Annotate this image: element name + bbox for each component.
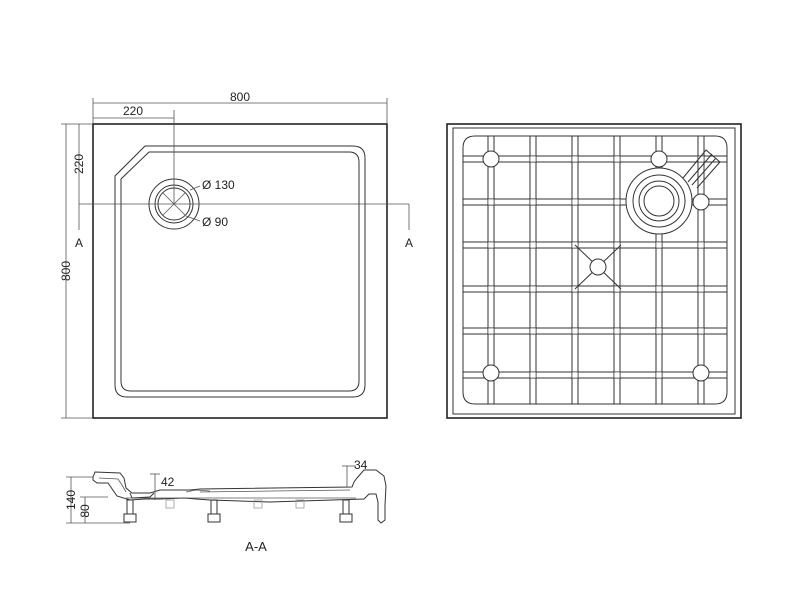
underside-rim xyxy=(452,127,736,415)
foot xyxy=(650,150,668,168)
rib-horizontal xyxy=(462,327,728,335)
rib-joint xyxy=(571,155,579,163)
rib-joint xyxy=(655,285,663,293)
rib-horizontal xyxy=(462,198,728,206)
underside-view xyxy=(446,123,742,419)
dim-width-label: 800 xyxy=(230,90,250,104)
rib-joint xyxy=(529,155,537,163)
underside-outline xyxy=(446,123,742,419)
rib-joint xyxy=(697,327,705,335)
leg-stem xyxy=(342,499,350,515)
leg-foot xyxy=(339,513,353,523)
rib-joint xyxy=(697,285,705,293)
dim-offset-x-label: 220 xyxy=(123,104,143,118)
rib-horizontal xyxy=(462,155,728,163)
leg-stem xyxy=(210,499,218,515)
dim-waste-height-label: 42 xyxy=(161,475,175,489)
rib-joint xyxy=(655,371,663,379)
waste-housing xyxy=(625,149,721,235)
foot xyxy=(692,364,710,382)
rib-vertical xyxy=(571,135,579,405)
rib-joint xyxy=(529,285,537,293)
basin-outline-outer xyxy=(114,145,366,398)
section-profile xyxy=(92,469,387,524)
rib-joint xyxy=(697,241,705,249)
rib-joint xyxy=(529,241,537,249)
dim-height-label: 800 xyxy=(59,261,73,281)
leg-foot xyxy=(207,513,221,523)
rib-horizontal xyxy=(462,241,728,249)
rib-joint xyxy=(613,155,621,163)
foot xyxy=(589,258,607,276)
section-caption: A-A xyxy=(245,539,267,554)
rib-vertical xyxy=(613,135,621,405)
rib-joint xyxy=(571,198,579,206)
rib-horizontal xyxy=(462,371,728,379)
rib-joint xyxy=(613,371,621,379)
rib-joint xyxy=(487,241,495,249)
rib-joint xyxy=(613,198,621,206)
section-waste xyxy=(129,492,155,499)
dim-rim-height-label: 34 xyxy=(354,458,368,472)
waste-outer-label: Ø 130 xyxy=(202,178,235,192)
rib-joint xyxy=(613,241,621,249)
dim-offset-y-label: 220 xyxy=(72,154,86,174)
rib-joint xyxy=(613,285,621,293)
rib-joint xyxy=(655,327,663,335)
section-legs xyxy=(123,499,353,523)
section-mark-right: A xyxy=(405,236,413,250)
section-mark-left: A xyxy=(75,236,83,250)
section-view: 140 80 42 34 A-A xyxy=(64,458,387,554)
rib-vertical xyxy=(529,135,537,405)
foot xyxy=(482,364,500,382)
rib-joint xyxy=(529,327,537,335)
rib-joint xyxy=(613,327,621,335)
waste-inner-label: Ø 90 xyxy=(202,215,228,229)
leg-ghost xyxy=(253,499,263,509)
rib-joint xyxy=(571,327,579,335)
rib-vertical xyxy=(697,135,705,405)
basin-outline-inner xyxy=(120,151,360,392)
rib-vertical xyxy=(487,135,495,405)
support-rib-grid xyxy=(462,135,728,405)
leg-ghost xyxy=(165,499,175,509)
dim-base-height-label: 80 xyxy=(78,504,92,518)
rib-vertical xyxy=(655,135,663,405)
rib-joint xyxy=(487,327,495,335)
tray-outline xyxy=(92,123,388,419)
dim-total-height-label: 140 xyxy=(64,490,78,510)
foot xyxy=(482,150,500,168)
underside-inner-rim xyxy=(462,135,728,405)
rib-joint xyxy=(529,371,537,379)
leg-foot xyxy=(123,513,137,523)
rib-joint xyxy=(487,285,495,293)
rib-horizontal xyxy=(462,285,728,293)
adjustable-feet xyxy=(482,150,710,382)
rib-joint xyxy=(571,371,579,379)
top-view: 800 220 800 220 A A Ø 130 Ø 90 xyxy=(59,90,413,419)
leg-ghost xyxy=(295,499,305,509)
leg-stem xyxy=(126,499,134,515)
foot xyxy=(692,193,710,211)
rib-joint xyxy=(529,198,537,206)
rib-joint xyxy=(487,198,495,206)
rib-joint xyxy=(655,241,663,249)
